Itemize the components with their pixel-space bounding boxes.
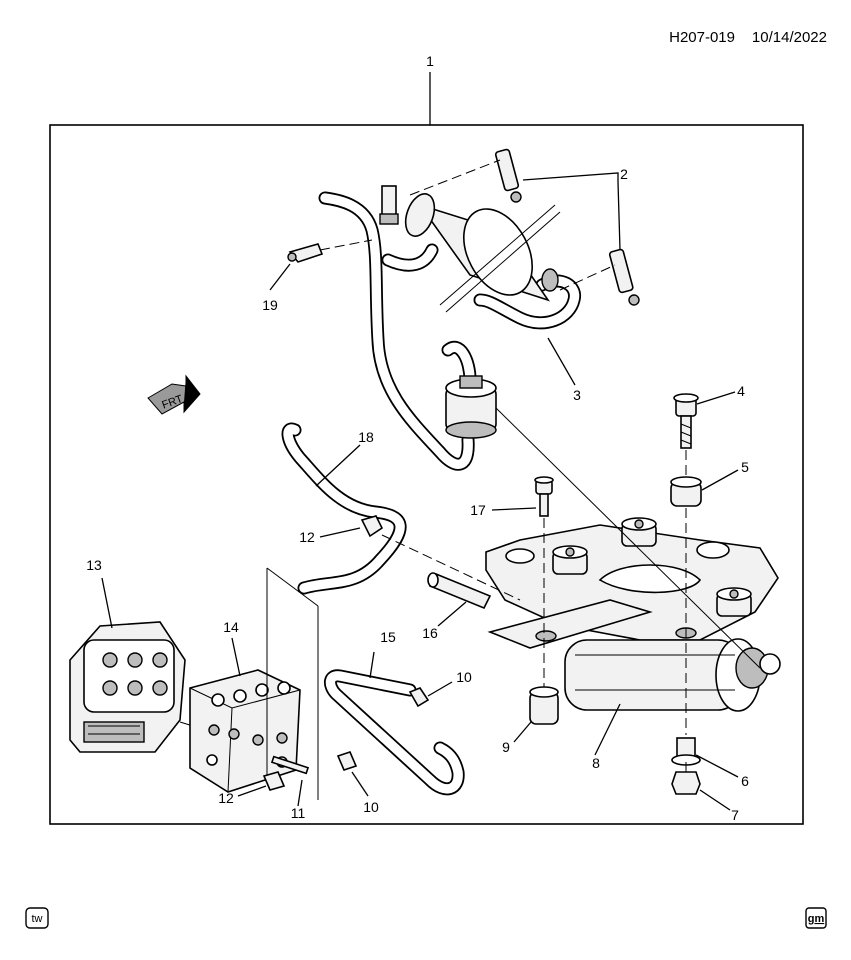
gm-logo-label: gm [808, 913, 825, 925]
hose-assembly: 3 [318, 185, 581, 471]
footer: tw gm [25, 907, 827, 929]
callout-13: 13 [86, 557, 102, 573]
callout-12-top: 12 [299, 529, 315, 545]
callout-2: 2 [620, 166, 628, 182]
compressor-assembly: 8 [485, 407, 781, 771]
callout-8: 8 [592, 755, 600, 771]
hose-15: 15 [324, 629, 465, 796]
diagram-date: 10/14/2022 [752, 29, 827, 46]
tw-logo-label: tw [32, 913, 43, 925]
callout-14: 14 [223, 619, 239, 635]
callout-17: 17 [470, 502, 486, 518]
callout-5: 5 [741, 459, 749, 475]
retainer-clips: 2 [409, 148, 640, 306]
gm-logo-icon: gm [805, 907, 827, 929]
callout-1: 1 [426, 53, 434, 69]
callout-15: 15 [380, 629, 396, 645]
hose-18: 18 12 [281, 422, 521, 601]
diagram-id: H207-019 [669, 29, 735, 46]
callout-10-lower: 10 [363, 799, 379, 815]
callout-11: 11 [291, 805, 306, 821]
isolator-top-2 [552, 545, 588, 575]
isolator-top-3 [716, 587, 752, 617]
callout-16: 16 [422, 625, 438, 641]
callout-7: 7 [731, 807, 739, 823]
callout-10-upper: 10 [456, 669, 472, 685]
callout-3: 3 [573, 387, 581, 403]
mount-bolt-stack: 4 5 6 7 [670, 383, 749, 823]
fittings-10: 10 10 [336, 669, 472, 815]
tw-logo-icon: tw [25, 907, 49, 929]
callout-6: 6 [741, 773, 749, 789]
callout-18: 18 [358, 429, 374, 445]
callout-4: 4 [737, 383, 745, 399]
callout-9: 9 [502, 739, 510, 755]
hose-clip: 19 [262, 239, 373, 313]
callout-19: 19 [262, 297, 278, 313]
front-mount-stack: 17 9 [470, 476, 559, 755]
isolator-top-1 [621, 517, 657, 547]
front-arrow-icon: FRT [147, 374, 201, 415]
valve-block-14: 14 11 12 [189, 567, 319, 821]
callout-12-bottom: 12 [218, 790, 234, 806]
sleeve-16: 16 [422, 572, 492, 641]
diagram-header: H207-019 10/14/2022 [669, 29, 827, 46]
assembly-frame: 1 [49, 53, 804, 825]
